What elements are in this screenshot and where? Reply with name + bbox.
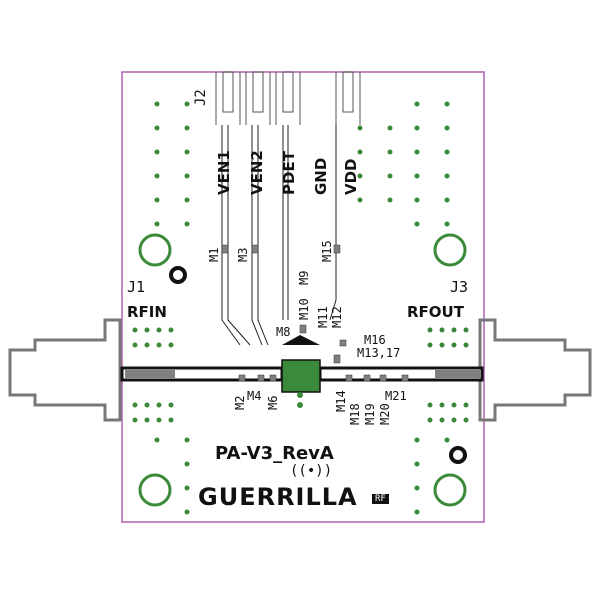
pin-label-ven2: VEN2 — [248, 150, 266, 195]
antenna-icon: ((•)) — [290, 463, 333, 479]
logo-suffix: RF — [372, 494, 389, 504]
j1-ref: J1 — [127, 278, 146, 296]
rfin-connector — [8, 318, 122, 422]
ref-m15: M15 — [320, 240, 334, 262]
logo-text: GUERRILLA — [198, 483, 358, 511]
ref-m1: M1 — [207, 247, 221, 262]
rfout-connector — [478, 318, 592, 422]
ref-m16: M16 — [364, 333, 386, 347]
pin-label-ven1: VEN1 — [215, 150, 233, 195]
pin-label-vdd: VDD — [342, 158, 360, 195]
j2-ref: J2 — [193, 89, 209, 106]
ref-m10: M10 — [297, 298, 311, 320]
pin-label-gnd: GND — [312, 157, 330, 195]
j3-ref: J3 — [450, 278, 469, 296]
ref-m12: M12 — [330, 306, 344, 328]
via-grid — [154, 101, 450, 515]
board-name: PA-V3_RevA — [215, 443, 334, 464]
ref-m2: M2 — [233, 395, 247, 410]
ref-m14: M14 — [334, 390, 348, 412]
rfout-label: RFOUT — [407, 303, 464, 321]
ref-m8: M8 — [276, 325, 291, 339]
ref-m18: M18 — [348, 403, 362, 425]
ref-m19: M19 — [363, 403, 377, 425]
pin-label-pdet: PDET — [280, 151, 298, 195]
ref-m3: M3 — [236, 247, 250, 262]
ref-m4: M4 — [247, 389, 262, 403]
ref-m21: M21 — [385, 389, 407, 403]
rfin-label: RFIN — [127, 303, 167, 321]
pa-ic — [281, 359, 321, 393]
ref-m6: M6 — [266, 395, 280, 410]
ref-m9: M9 — [297, 270, 311, 285]
ref-m13-17: M13,17 — [357, 346, 401, 360]
j2-header — [215, 71, 361, 125]
ref-m11: M11 — [316, 306, 330, 328]
ref-m20: M20 — [378, 403, 392, 425]
board-outline — [121, 71, 485, 523]
